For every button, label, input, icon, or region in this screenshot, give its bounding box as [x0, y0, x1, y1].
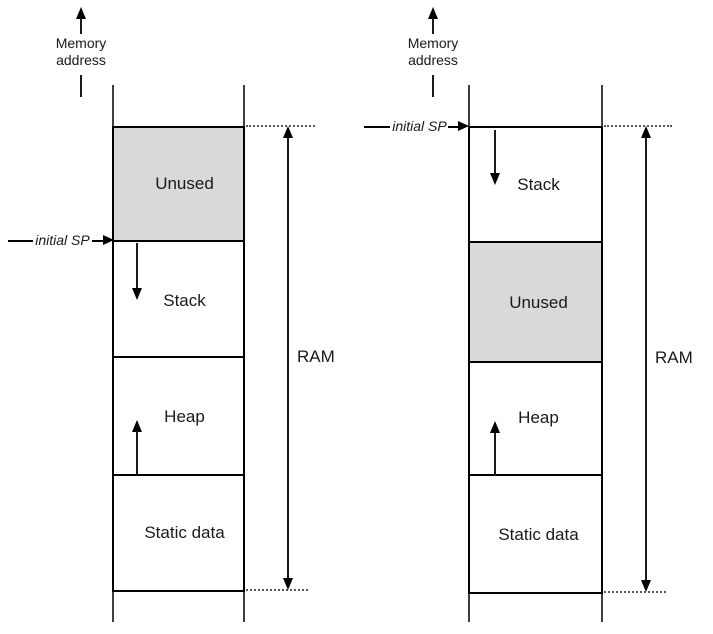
initial-sp-pointer-line — [92, 240, 104, 242]
initial-sp-pointer-line — [364, 126, 390, 128]
section-divider — [468, 241, 603, 243]
heap-growth-arrow-line — [494, 433, 496, 476]
memory-address-label-line2: address — [408, 52, 458, 68]
initial-sp-pointer-line — [448, 126, 458, 128]
memory-address-label-line1: Memory — [407, 35, 459, 51]
section-label-heap: Heap — [164, 407, 205, 426]
section-divider — [468, 361, 603, 363]
section-label-unused: Unused — [509, 293, 568, 312]
ram-extent-up-arrow-icon — [283, 126, 293, 138]
stack-growth-arrow-line — [494, 130, 496, 174]
section-label-unused: Unused — [155, 174, 214, 193]
heap-growth-up-arrow-icon — [490, 421, 500, 433]
initial-sp-right-arrow-icon — [103, 235, 114, 245]
memory-address-label-line2: address — [56, 52, 106, 68]
stack-growth-arrow-line — [136, 243, 138, 289]
section-divider — [112, 240, 245, 242]
unused-region-fill — [469, 243, 602, 362]
memory-address-axis-line — [80, 75, 82, 97]
memory-address-label: Memory address — [31, 35, 131, 69]
unused-region-fill — [113, 127, 244, 242]
memory-address-up-arrow-icon — [428, 7, 438, 19]
stack-growth-down-arrow-icon — [490, 173, 500, 185]
ram-column-outline — [112, 126, 245, 592]
section-label-static-data: Static data — [144, 523, 225, 542]
section-divider — [112, 474, 245, 476]
stack-growth-down-arrow-icon — [132, 288, 142, 300]
memory-address-label-line1: Memory — [55, 35, 107, 51]
section-label-heap: Heap — [518, 408, 559, 427]
heap-growth-arrow-line — [136, 431, 138, 474]
memory-address-axis-line — [432, 75, 434, 97]
initial-sp-label: initial SP — [392, 118, 447, 134]
ram-extent-arrow-line — [287, 136, 289, 584]
ram-extent-arrow-line — [645, 136, 647, 586]
heap-growth-up-arrow-icon — [132, 420, 142, 432]
initial-sp-pointer-line — [8, 240, 33, 242]
section-divider — [468, 474, 603, 476]
section-divider — [112, 356, 245, 358]
memory-address-axis-line — [80, 18, 82, 34]
ram-extent-dotted-line-top — [604, 125, 672, 127]
initial-sp-right-arrow-icon — [458, 121, 469, 131]
ram-extent-dotted-line-top — [246, 125, 315, 127]
ram-extent-down-arrow-icon — [641, 580, 651, 592]
ram-label: RAM — [297, 347, 335, 366]
memory-address-label: Memory address — [383, 35, 483, 69]
initial-sp-label: initial SP — [35, 232, 90, 248]
memory-address-up-arrow-icon — [76, 7, 86, 19]
ram-extent-up-arrow-icon — [641, 126, 651, 138]
memory-address-axis-line — [432, 18, 434, 34]
section-label-stack: Stack — [163, 291, 206, 310]
ram-extent-down-arrow-icon — [283, 578, 293, 590]
section-label-static-data: Static data — [498, 525, 579, 544]
section-label-stack: Stack — [517, 175, 560, 194]
ram-extent-dotted-line-bottom — [604, 591, 666, 593]
ram-extent-dotted-line-bottom — [246, 589, 308, 591]
ram-column-outline — [468, 126, 603, 594]
ram-label: RAM — [655, 348, 693, 367]
